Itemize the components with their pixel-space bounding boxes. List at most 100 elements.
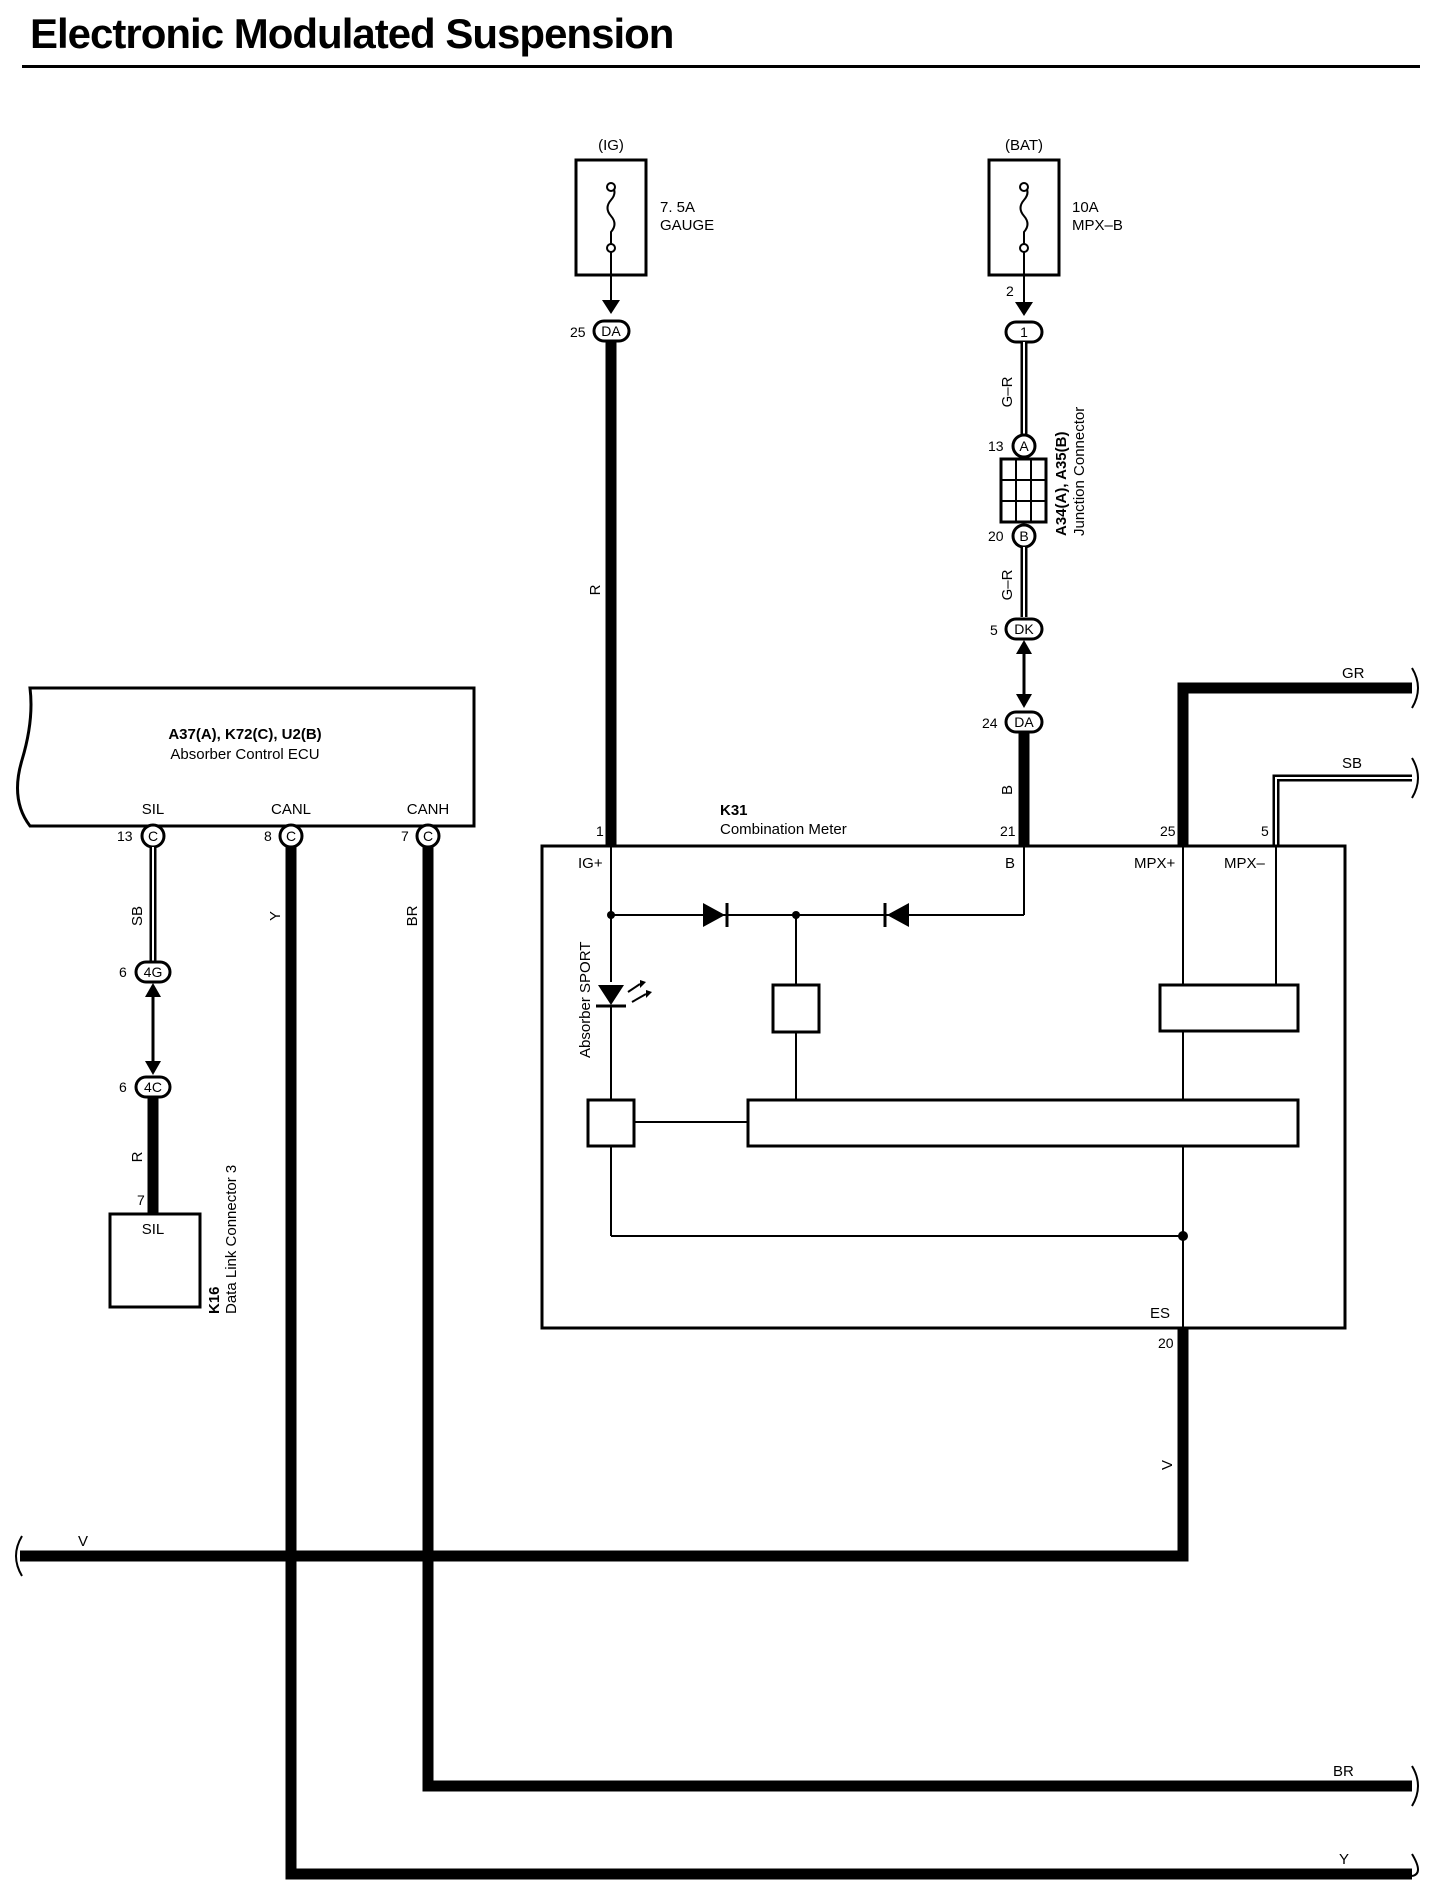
wire-canh-br <box>422 847 1412 1792</box>
meter-terminal-mpxm: MPX– <box>1224 855 1266 872</box>
dlc-box <box>108 1212 202 1309</box>
meter-pin-mpxm: 5 <box>1261 823 1269 839</box>
meter-terminal-b: B <box>1005 855 1015 872</box>
fuse-ig-icon <box>606 182 616 253</box>
meter-terminal-mpxp: MPX+ <box>1134 855 1176 872</box>
junction-connector-id: A34(A), A35(B) <box>1053 432 1070 536</box>
diode-1-icon <box>703 903 729 927</box>
ecu-box <box>16 686 476 828</box>
ig-source-label: (IG) <box>598 137 624 154</box>
meter-pin-b: 21 <box>1000 823 1016 839</box>
wire-v-bus <box>20 1334 1189 1562</box>
ecu-pin-sil: 13 <box>117 828 133 844</box>
fuse-ig-rating: 7. 5A <box>660 199 695 216</box>
connector-da-24-id: DA <box>1014 714 1034 730</box>
junction-pin-b: 20 <box>988 528 1004 544</box>
arrow-ig <box>602 300 620 314</box>
ecu-id: A37(A), K72(C), U2(B) <box>168 726 321 743</box>
wire-br-bus-color: BR <box>1333 1763 1354 1780</box>
arrow-bat <box>1015 302 1033 316</box>
connector-dk <box>1004 617 1044 641</box>
fuse-ig: (IG) 7. 5A GAUGE <box>574 137 714 277</box>
fuse-bat-icon <box>1019 182 1029 253</box>
dlc-name: Data Link Connector 3 <box>223 1165 240 1314</box>
meter-id: K31 <box>720 802 748 819</box>
junction-connector-block <box>999 457 1048 524</box>
data-link-connector: SIL K16 Data Link Connector 3 <box>108 1165 240 1314</box>
wire-v-bus-color: V <box>78 1533 88 1550</box>
combination-meter: K31 Combination Meter 1 21 25 5 IG+ B MP… <box>540 802 1347 1351</box>
wire-gr-lower-color: G–R <box>999 569 1016 600</box>
diode-2-icon <box>883 903 909 927</box>
dlc-terminal: SIL <box>142 1221 165 1238</box>
meter-pin-es: 20 <box>1158 1335 1174 1351</box>
fuse-bat-rating: 10A <box>1072 199 1099 216</box>
wire-gr-bus-color: GR <box>1342 665 1365 682</box>
wire-es-color: V <box>1159 1460 1176 1470</box>
connector-dk-id: DK <box>1014 621 1034 637</box>
connector-4g-id: 4G <box>144 964 163 980</box>
connector-1-id: 1 <box>1020 324 1028 340</box>
driver-block <box>586 1098 636 1148</box>
break-mark-br <box>1411 1765 1419 1807</box>
wire-canl-color: Y <box>267 911 284 921</box>
wire-dlc-r-color: R <box>129 1151 146 1162</box>
ecu-pin-canh: 7 <box>401 828 409 844</box>
wire-sb-bus-color: SB <box>1342 755 1362 772</box>
fuse-bat: (BAT) 10A MPX–B <box>987 137 1123 277</box>
meter-pin-mpxp: 25 <box>1160 823 1176 839</box>
title-rule <box>22 65 1420 68</box>
led-label: Absorber SPORT <box>577 942 594 1058</box>
wire-ig-color: R <box>587 584 604 595</box>
ecu-name: Absorber Control ECU <box>170 746 319 763</box>
bat-source-label: (BAT) <box>1005 137 1043 154</box>
meter-pin-ig: 1 <box>596 823 604 839</box>
break-mark-sb <box>1411 757 1419 799</box>
fuse-ig-name: GAUGE <box>660 217 714 234</box>
junction-pin-a: 13 <box>988 438 1004 454</box>
pin-da-25: 25 <box>570 324 586 340</box>
junction-conn-a-id: A <box>1019 438 1029 454</box>
pin-dlc-sil: 7 <box>137 1192 145 1208</box>
arrow-dk-up <box>1016 640 1032 654</box>
junction-conn-b-id: B <box>1019 528 1028 544</box>
junction-connector-name: Junction Connector <box>1071 407 1088 536</box>
break-mark-v <box>15 1535 23 1577</box>
wire-canh-color: BR <box>404 905 421 926</box>
pin-da-24: 24 <box>982 715 998 731</box>
wire-y-bus-color: Y <box>1339 1851 1349 1868</box>
pin-fuse-bat: 2 <box>1006 283 1014 299</box>
arrow-4g-up <box>145 983 161 997</box>
absorber-ecu: A37(A), K72(C), U2(B) Absorber Control E… <box>16 686 476 828</box>
ecu-terminal-canl: CANL <box>271 801 311 818</box>
meter-terminal-es: ES <box>1150 1305 1170 1322</box>
page-title: Electronic Modulated Suspension <box>30 10 674 57</box>
dlc-id: K16 <box>206 1286 223 1314</box>
connector-4c-id: 4C <box>144 1079 162 1095</box>
wire-b-color: B <box>999 785 1016 795</box>
meter-name: Combination Meter <box>720 821 847 838</box>
meter-terminal-ig: IG+ <box>578 855 603 872</box>
wire-sb-bus <box>1272 774 1412 846</box>
arrow-da-down <box>1016 694 1032 708</box>
ecu-conn-canl-id: C <box>286 828 296 844</box>
ecu-terminal-canh: CANH <box>407 801 450 818</box>
ecu-conn-sil-id: C <box>148 828 158 844</box>
pin-4c: 6 <box>119 1079 127 1095</box>
ecu-pin-canl: 8 <box>264 828 272 844</box>
meter-box <box>540 844 1347 1330</box>
break-mark-gr <box>1411 667 1419 709</box>
connector-da-25-id: DA <box>601 323 621 339</box>
pin-4g: 6 <box>119 964 127 980</box>
wire-sb-bus-stripe <box>1275 777 1412 846</box>
pin-dk: 5 <box>990 622 998 638</box>
junction-conn-a <box>1011 433 1037 459</box>
wire-gr-bus <box>1177 682 1412 846</box>
wire-canl-y <box>285 847 1412 1880</box>
wire-sil-sb-color: SB <box>129 906 146 926</box>
break-mark-y <box>1411 1853 1419 1877</box>
mpx-comm-block <box>1158 983 1300 1033</box>
led-icon <box>596 980 652 1008</box>
fuse-bat-name: MPX–B <box>1072 217 1123 234</box>
